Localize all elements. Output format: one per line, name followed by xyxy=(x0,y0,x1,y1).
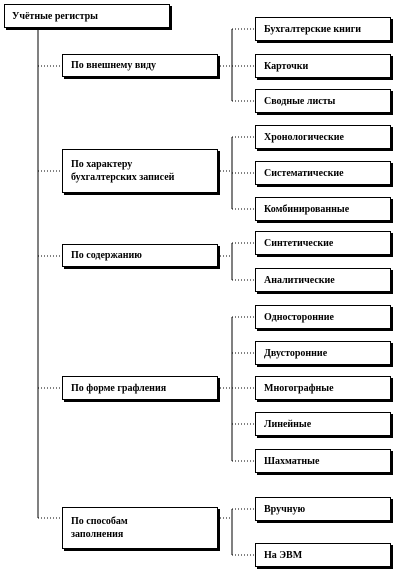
item-node: На ЭВМ xyxy=(255,543,391,567)
item-label: Двусторонние xyxy=(264,347,328,359)
item-label: На ЭВМ xyxy=(264,549,303,561)
item-node: Синтетические xyxy=(255,231,391,255)
item-node: Систематические xyxy=(255,161,391,185)
item-node: Линейные xyxy=(255,412,391,436)
item-label: Хронологические xyxy=(264,131,344,143)
category-label: По форме графления xyxy=(71,382,167,394)
item-label: Карточки xyxy=(264,60,309,72)
category-node-content: По содержанию xyxy=(62,244,218,267)
root-label: Учётные регистры xyxy=(12,10,98,22)
item-label: Вручную xyxy=(264,503,306,515)
item-label: Многографные xyxy=(264,382,334,394)
category-node-layout: По форме графления xyxy=(62,376,218,400)
item-node: Аналитические xyxy=(255,268,391,292)
category-label: По характеру бухгалтерских записей xyxy=(71,159,175,183)
item-node: Бухгалтерские книги xyxy=(255,17,391,41)
category-label: По внешнему виду xyxy=(71,60,157,71)
item-node: Двусторонние xyxy=(255,341,391,365)
item-node: Односторонние xyxy=(255,305,391,329)
item-label: Линейные xyxy=(264,418,312,430)
item-node: Карточки xyxy=(255,54,391,78)
item-label: Систематические xyxy=(264,167,344,179)
item-node: Сводные листы xyxy=(255,89,391,113)
category-node-appearance: По внешнему виду xyxy=(62,54,218,77)
category-label: По содержанию xyxy=(71,250,142,261)
item-label: Синтетические xyxy=(264,237,334,249)
item-node: Хронологические xyxy=(255,125,391,149)
category-node-filling: По способам заполнения xyxy=(62,507,218,549)
item-label: Сводные листы xyxy=(264,95,336,107)
category-label: По способам заполнения xyxy=(71,516,128,540)
item-label: Односторонние xyxy=(264,311,334,323)
category-node-entry-type: По характеру бухгалтерских записей xyxy=(62,149,218,193)
item-node: Многографные xyxy=(255,376,391,400)
root-node: Учётные регистры xyxy=(4,4,170,28)
item-label: Шахматные xyxy=(264,455,320,467)
item-label: Комбинированные xyxy=(264,203,350,215)
item-node: Комбинированные xyxy=(255,197,391,221)
item-label: Аналитические xyxy=(264,274,335,286)
item-label: Бухгалтерские книги xyxy=(264,23,362,35)
item-node: Вручную xyxy=(255,497,391,521)
item-node: Шахматные xyxy=(255,449,391,473)
